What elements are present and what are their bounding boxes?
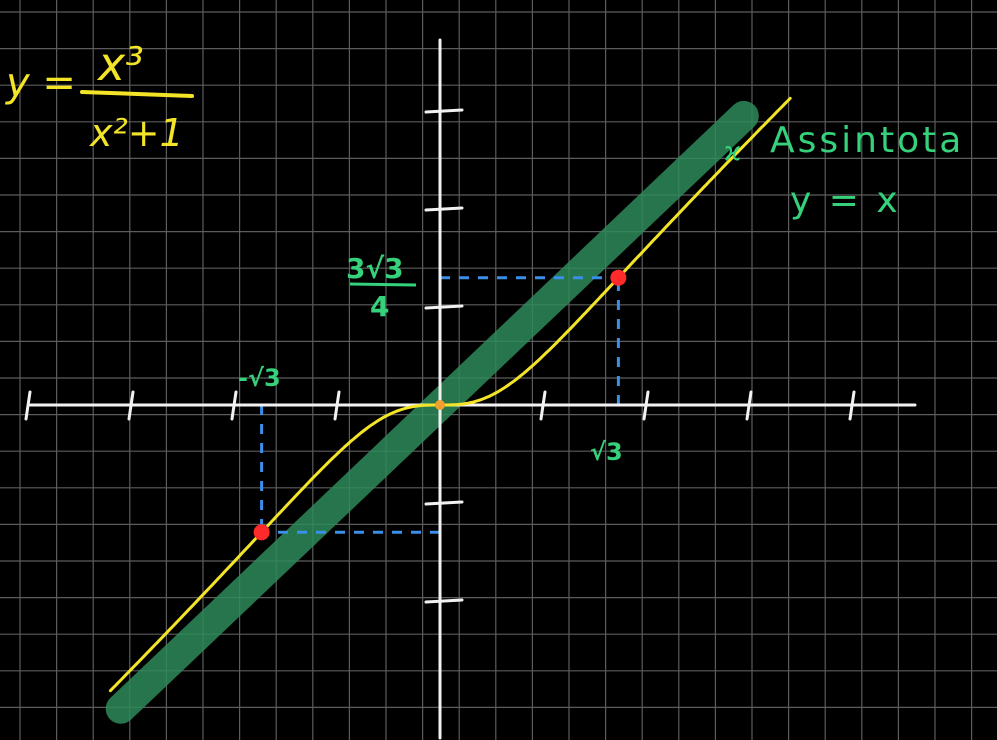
dashed-guides [260, 276, 620, 534]
x-tick [745, 390, 753, 421]
label-neg-sqrt3: -√3 [238, 364, 281, 392]
label-y-fraction-bar [349, 282, 417, 287]
y-tick [424, 500, 464, 506]
asymptote-title: Assintota [770, 120, 964, 161]
asymptote-bullet: ϰ [724, 137, 741, 167]
x-tick [848, 390, 856, 421]
x-tick [24, 390, 32, 421]
y-tick [424, 108, 464, 114]
label-y-numerator: 3√3 [346, 252, 404, 285]
formula-numerator: x³ [96, 37, 144, 91]
asymptote-layer [105, 100, 759, 724]
formula-lhs: y = [5, 60, 76, 106]
x-tick [539, 390, 547, 421]
function-curve [108, 96, 792, 693]
y-tick [424, 304, 464, 310]
formula: y = x³ x²+1 [5, 37, 194, 155]
critical-point [253, 524, 270, 541]
asymptote-equation: y = x [790, 180, 901, 221]
formula-denominator: x²+1 [89, 111, 184, 155]
x-tick [333, 390, 341, 421]
x-tick [127, 390, 135, 421]
asymptote-line [105, 100, 759, 724]
origin-point [435, 400, 445, 410]
axes [24, 38, 917, 740]
x-tick [642, 390, 650, 421]
y-tick [424, 206, 464, 212]
fraction-bar [80, 90, 194, 98]
asymptote-annotation: ϰ Assintota y = x [724, 120, 964, 221]
y-tick [424, 598, 464, 604]
point-labels: -√3 √3 3√3 4 [238, 252, 623, 466]
label-y-denominator: 4 [370, 290, 389, 323]
label-pos-sqrt3: √3 [590, 438, 623, 466]
points [253, 269, 627, 541]
curve-layer [108, 96, 792, 693]
x-tick [230, 390, 238, 421]
critical-point [610, 269, 627, 286]
